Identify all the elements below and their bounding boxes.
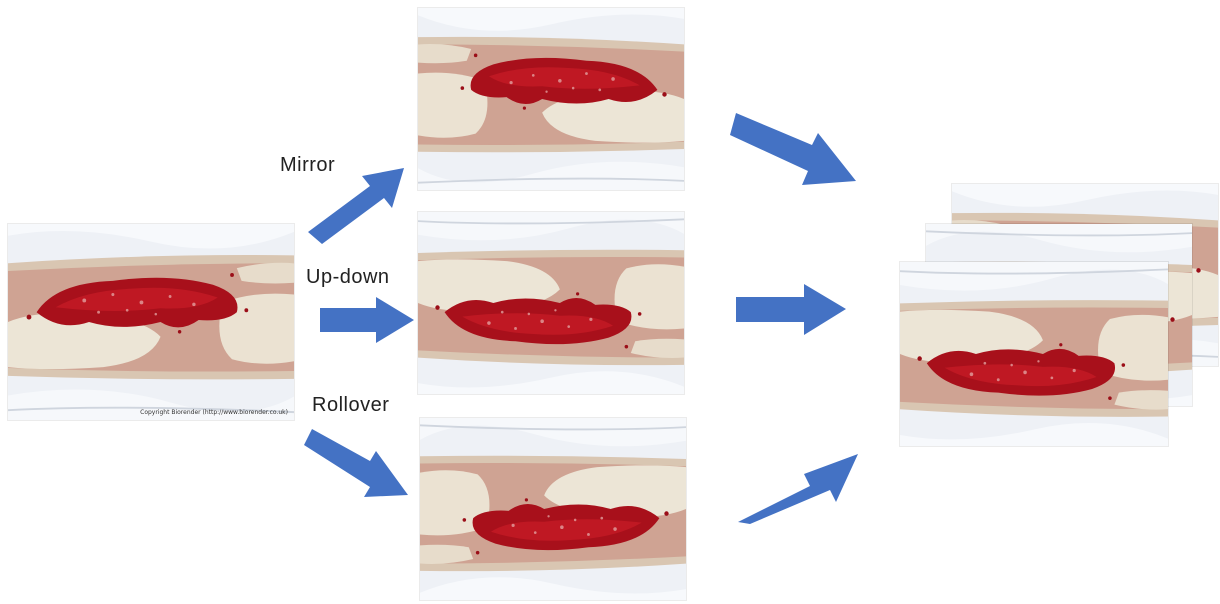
rollover-photo <box>420 418 686 600</box>
arrow-rollover-to-output <box>730 444 865 529</box>
original-photo-caption: Copyright Biorender (http://www.biorende… <box>140 409 288 416</box>
arrow-to-rollover <box>302 425 412 505</box>
arrow-to-mirror <box>300 160 420 250</box>
arrow-mirror-to-output <box>728 105 863 190</box>
original-photo: Copyright Biorender (http://www.biorende… <box>8 224 294 420</box>
mirror-photo <box>418 8 684 190</box>
updown-label: Up-down <box>306 266 390 289</box>
updown-photo <box>418 212 684 394</box>
output-photo-front <box>900 262 1168 446</box>
arrow-updown-to-output <box>734 282 849 337</box>
arrow-to-updown <box>318 295 418 345</box>
rollover-label: Rollover <box>312 394 389 417</box>
